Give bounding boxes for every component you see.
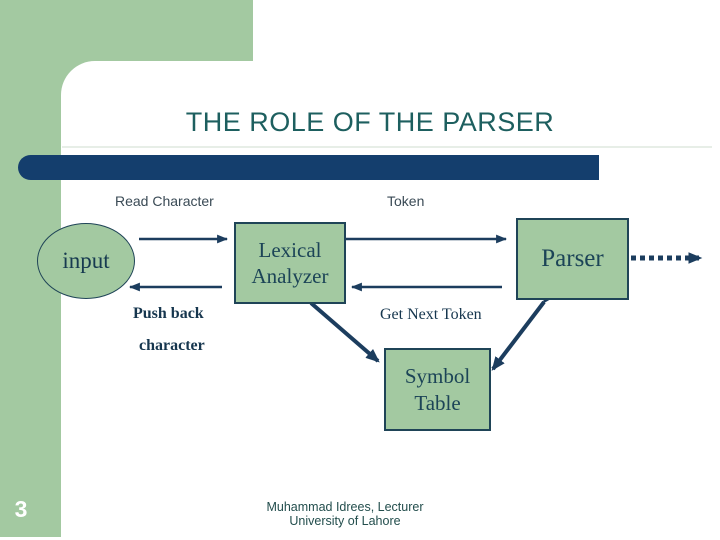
node-parser: Parser: [516, 218, 629, 300]
node-symbol-table: Symbol Table: [384, 348, 491, 431]
footer-line2: University of Lahore: [289, 514, 401, 528]
footer-credit: Muhammad Idrees, Lecturer University of …: [230, 500, 460, 528]
page-number: 3: [14, 496, 28, 522]
edge-label-read-character: Read Character: [115, 193, 214, 209]
edge-label-push-back: Push back: [133, 305, 204, 322]
navy-accent-bar: [18, 155, 599, 180]
edge-label-get-next-token: Get Next Token: [380, 306, 482, 323]
edge-label-character: character: [139, 337, 205, 354]
divider-line: [62, 146, 712, 148]
node-input: input: [37, 223, 135, 299]
slide-title: THE ROLE OF THE PARSER: [185, 107, 555, 137]
edge-label-token: Token: [387, 193, 425, 209]
node-lexical-analyzer: Lexical Analyzer: [234, 222, 346, 304]
white-content-panel: [61, 61, 720, 540]
footer-line1: Muhammad Idrees, Lecturer: [266, 500, 424, 514]
